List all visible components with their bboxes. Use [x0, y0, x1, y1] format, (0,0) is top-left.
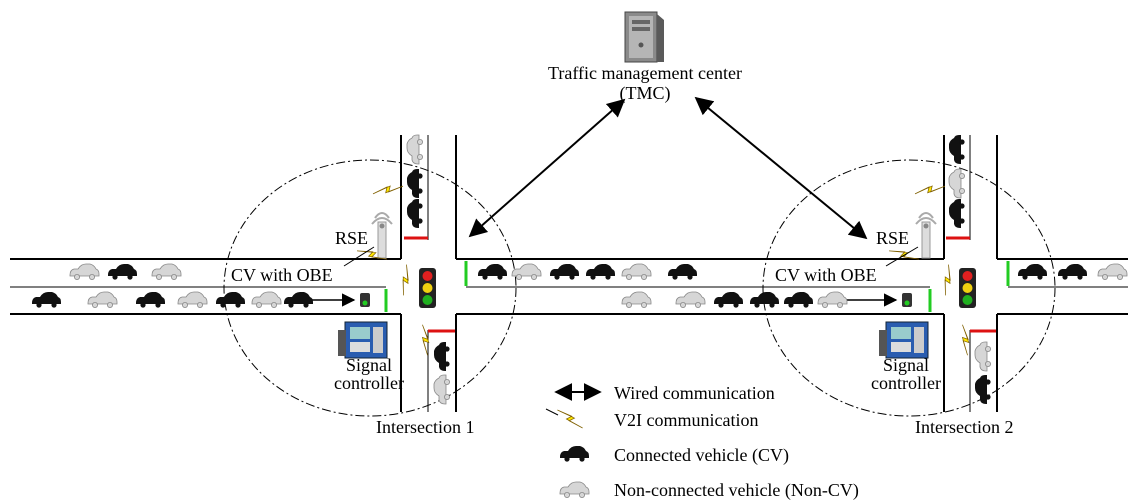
intersection-1-label: Intersection 1: [376, 417, 475, 437]
signal-controller-icon: [338, 321, 388, 359]
cv-obe-label-2: CV with OBE: [775, 265, 877, 285]
connected-vehicle-icon: [407, 169, 423, 198]
non-connected-vehicle-icon: [69, 263, 100, 281]
legend-cv-label: Connected vehicle (CV): [614, 445, 789, 465]
connected-vehicle-icon: [975, 375, 991, 404]
non-connected-vehicle-icon: [974, 341, 992, 372]
connected-vehicle-icon: [1018, 264, 1047, 280]
intersection-2-label: Intersection 2: [915, 417, 1014, 437]
server-tower-icon: [624, 11, 664, 63]
legend-noncv-label: Non-connected vehicle (Non-CV): [614, 480, 859, 500]
controller-label-1b: controller: [334, 373, 404, 393]
non-connected-vehicle-icon: [511, 263, 542, 281]
wired-link-2: [694, 96, 868, 240]
non-connected-vehicle-icon: [87, 291, 118, 309]
legend-v2i-icon: [545, 408, 584, 429]
connected-vehicle-icon: [949, 135, 965, 164]
onboard-signal-icon: [360, 293, 370, 307]
controller-label-1a: Signal: [345, 355, 392, 375]
connected-vehicle-icon: [478, 264, 507, 280]
rse-label-2: RSE: [876, 228, 910, 248]
v2i-lightning-icon: [932, 264, 962, 296]
tmc-subtitle: (TMC): [619, 83, 671, 103]
non-connected-vehicle-icon: [406, 134, 424, 165]
rse-antenna-icon: [371, 212, 393, 259]
connected-vehicle-icon: [714, 292, 743, 308]
non-connected-vehicle-icon: [151, 263, 182, 281]
rse-label-1: RSE: [335, 228, 369, 248]
connected-vehicle-icon: [1058, 264, 1087, 280]
legend-cv-icon: [560, 446, 589, 462]
controller-label-2b: controller: [871, 373, 941, 393]
connected-vehicle-icon: [434, 342, 450, 371]
non-connected-vehicle-icon: [621, 263, 652, 281]
connected-vehicle-icon: [550, 264, 579, 280]
tmc-title: Traffic management center: [548, 63, 742, 83]
connected-vehicle-icon: [407, 199, 423, 228]
obe-link: [885, 246, 919, 267]
signal-controller-icon: [879, 321, 929, 359]
connected-vehicle-icon: [668, 264, 697, 280]
v2i-lightning-icon: [372, 174, 404, 206]
legend-noncv-icon: [559, 481, 590, 499]
connected-vehicle-icon: [949, 199, 965, 228]
non-connected-vehicle-icon: [621, 291, 652, 309]
connected-vehicle-icon: [32, 292, 61, 308]
connected-vehicle-icon: [586, 264, 615, 280]
non-connected-vehicle-icon: [675, 291, 706, 309]
connected-vehicle-icon: [284, 292, 313, 308]
stop-lines: [384, 236, 1010, 333]
non-connected-vehicle-icon: [177, 291, 208, 309]
v2i-lightning-icon: [390, 264, 420, 296]
traffic-light-icon: [959, 268, 976, 308]
onboard-signal-icon: [902, 293, 912, 307]
non-connected-vehicle-icon: [433, 374, 451, 405]
non-connected-vehicle-icon: [948, 168, 966, 199]
coverage-circle-1: [223, 159, 517, 417]
non-connected-vehicle-icon: [251, 291, 282, 309]
obe-link: [343, 246, 375, 267]
rse-antenna-icon: [915, 212, 937, 259]
non-connected-vehicle-icon: [1097, 263, 1128, 281]
v2i-lightning-icon: [914, 174, 946, 206]
legend-v2i-label: V2I communication: [614, 410, 759, 430]
connected-vehicle-icon: [784, 292, 813, 308]
coverage-circle-2: [762, 159, 1056, 417]
wired-link-1: [468, 98, 626, 238]
non-connected-vehicle-icon: [817, 291, 848, 309]
traffic-light-icon: [419, 268, 436, 308]
connected-vehicle-icon: [136, 292, 165, 308]
controller-label-2a: Signal: [882, 355, 929, 375]
connected-vehicle-icon: [216, 292, 245, 308]
cv-obe-label-1: CV with OBE: [231, 265, 333, 285]
connected-vehicle-icon: [108, 264, 137, 280]
legend-wired-label: Wired communication: [614, 383, 775, 403]
roads: [10, 135, 1128, 412]
